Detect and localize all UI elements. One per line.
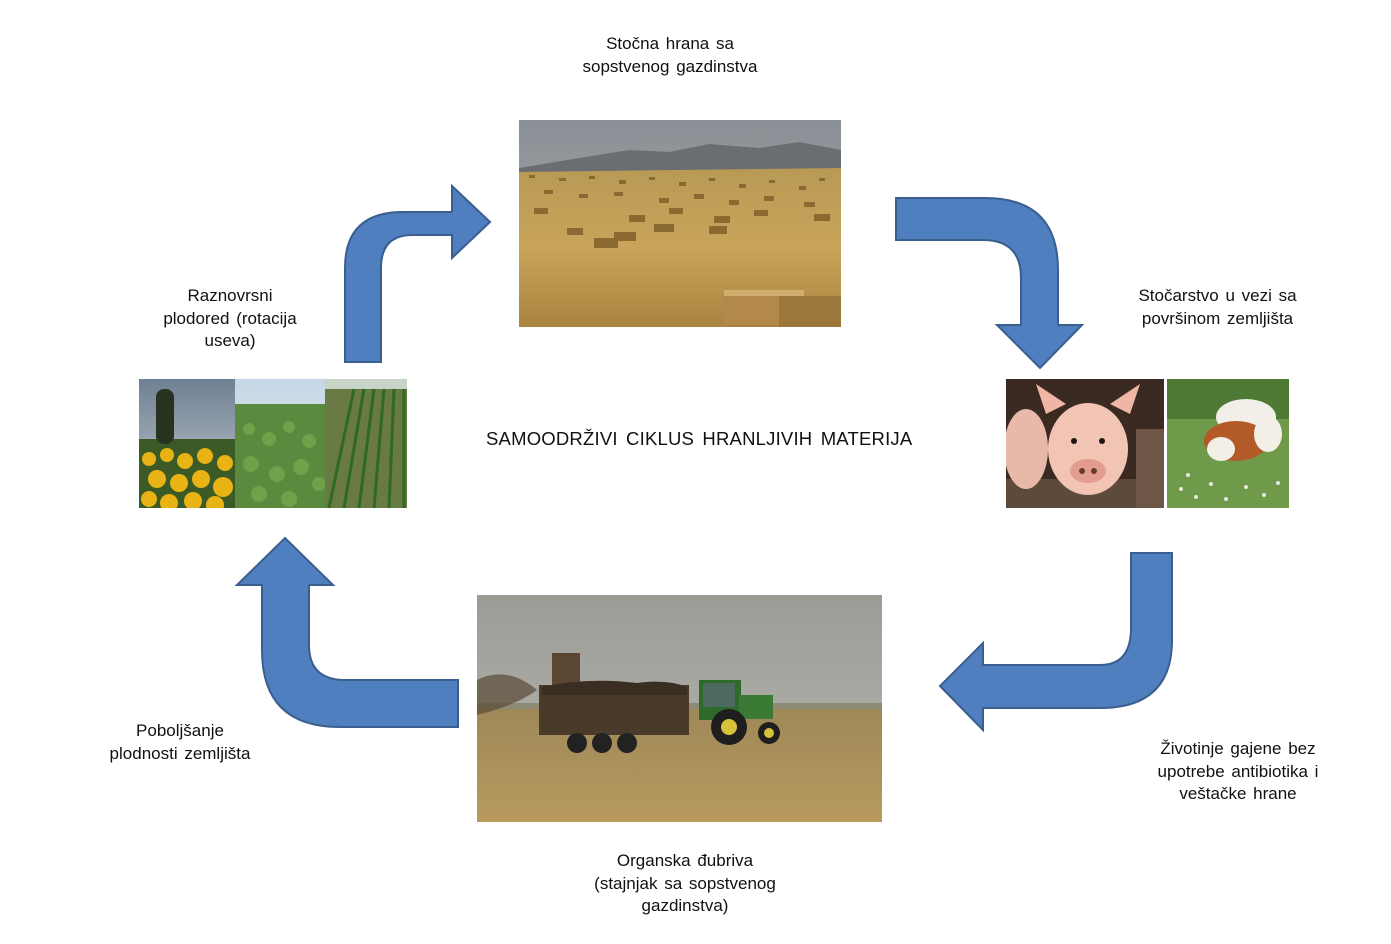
- rotation-label: Raznovrsni plodored (rotacija useva): [163, 286, 297, 350]
- livestock-label: Stočarstvo u vezi sa površinom zemljišta: [1138, 286, 1297, 328]
- diagram-title: SAMOODRŽIVI CIKLUS HRANLJIVIH MATERIJA: [486, 428, 913, 449]
- animals-note-label: Životinje gajene bez upotrebe antibiotik…: [1157, 739, 1319, 803]
- arrow-rotation-to-feed: [344, 183, 492, 363]
- arrow-livestock-to-fertilizer: [938, 552, 1173, 733]
- pig-and-cows-photo: [1006, 379, 1289, 508]
- arrow-fertilizer-to-rotation: [234, 536, 459, 728]
- hay-bales-field-photo: [519, 120, 841, 327]
- arrow-feed-to-livestock: [895, 197, 1085, 370]
- soil-label: Poboljšanje plodnosti zemljišta: [109, 721, 251, 763]
- feed-label: Stočna hrana sa sopstvenog gazdinstva: [582, 34, 758, 76]
- tractor-spreading-manure-photo: [477, 595, 882, 822]
- fertilizer-label: Organska đubriva (stajnjak sa sopstvenog…: [594, 851, 776, 915]
- crop-rotation-fields-photo: [139, 379, 407, 508]
